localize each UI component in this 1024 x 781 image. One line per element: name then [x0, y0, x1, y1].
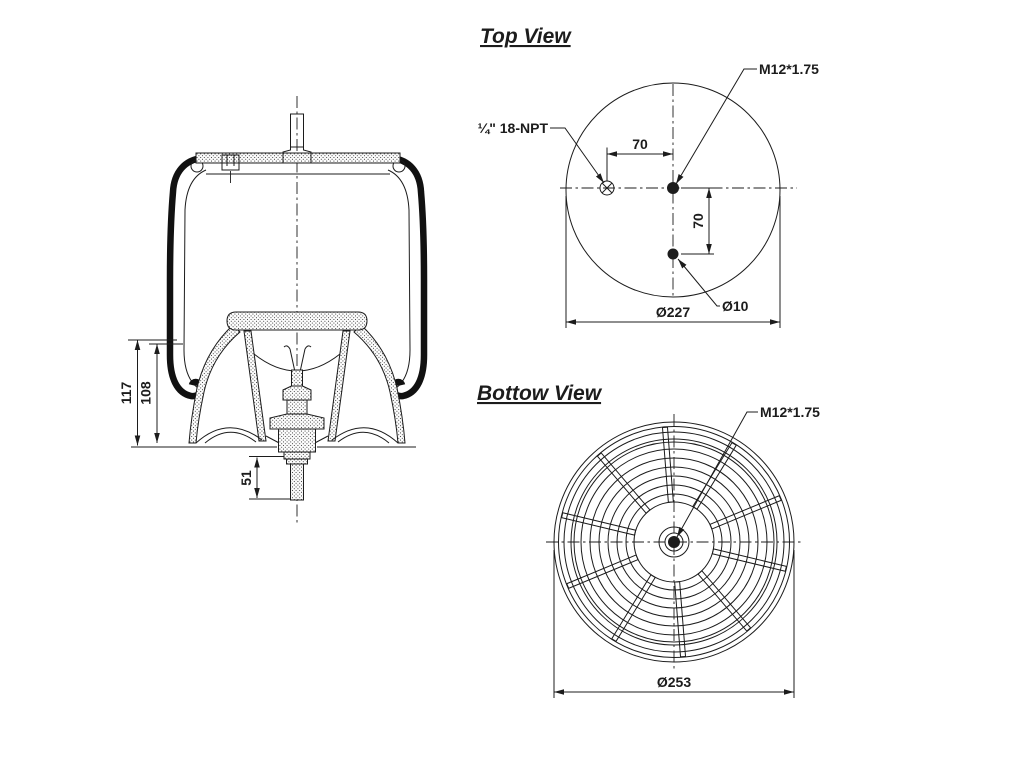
dim-70h-label: 70	[632, 136, 648, 152]
top-stud	[282, 113, 312, 164]
piston-cup-wall-right	[327, 330, 351, 442]
label-d10: Ø10	[722, 298, 749, 314]
dim-70-horizontal: 70	[606, 136, 673, 181]
top-view: Top View 70 70 Ø227	[478, 25, 819, 328]
m12-hole-dot	[667, 182, 679, 194]
dim-d227-label: Ø227	[656, 304, 690, 320]
d10-leader	[677, 258, 720, 307]
m12-leader-top	[675, 68, 757, 185]
valve-fork	[283, 345, 312, 373]
bottom-view: Bottow View	[477, 382, 820, 698]
bellows-inner-right	[387, 169, 411, 389]
air-fitting	[221, 154, 240, 185]
piston-cup-wall-left	[243, 330, 267, 442]
dim-70-vertical: 70	[681, 187, 714, 255]
piston-rim	[226, 311, 368, 331]
dim-d227: Ø227	[565, 196, 781, 328]
bellows-inner-left	[183, 169, 207, 389]
dim-51-label: 51	[238, 470, 254, 486]
label-m12-bottom: M12*1.75	[760, 404, 820, 420]
dim-d253: Ø253	[553, 550, 795, 698]
npt-leader	[550, 127, 605, 184]
dim-51: 51	[238, 456, 291, 500]
top-view-outline-circle	[565, 82, 781, 298]
dim-117-label: 117	[118, 381, 134, 404]
bellows-outer-right	[389, 154, 428, 400]
dim-70v-label: 70	[690, 213, 706, 229]
d10-hole-dot	[667, 248, 679, 260]
label-m12-top: M12*1.75	[759, 61, 819, 77]
bead-plate	[195, 152, 401, 164]
side-view: 117 108 51	[118, 96, 428, 524]
piston-stem	[269, 369, 325, 501]
bellows-outer-left	[166, 154, 205, 400]
top-view-title: Top View	[480, 25, 572, 48]
dim-108: 108	[138, 343, 183, 443]
dim-117: 117	[118, 339, 177, 446]
bottom-m12-dot	[668, 536, 680, 548]
bottom-view-title: Bottow View	[477, 382, 603, 405]
label-npt: ¼" 18-NPT	[478, 120, 549, 136]
m12-leader-bottom	[676, 411, 758, 538]
dim-d253-label: Ø253	[657, 674, 691, 690]
dim-108-label: 108	[138, 381, 154, 405]
